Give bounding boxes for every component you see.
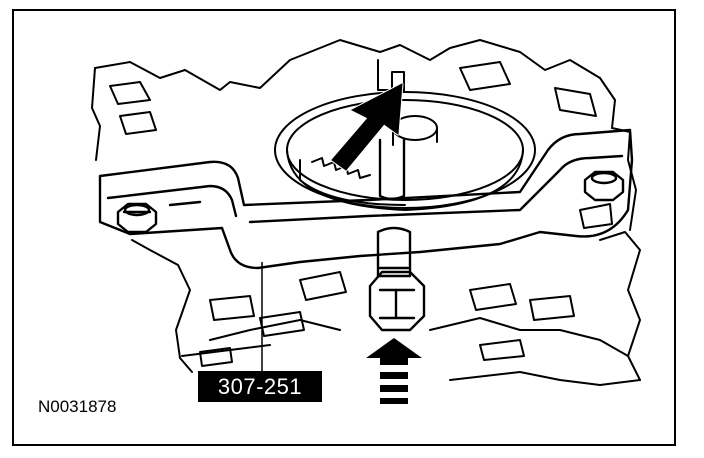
diagonal-arrow-icon bbox=[330, 82, 404, 172]
tool-bridge bbox=[98, 128, 634, 270]
figure-id: N0031878 bbox=[38, 397, 117, 416]
engine-block bbox=[91, 39, 641, 386]
right-bolt bbox=[583, 170, 625, 202]
up-arrow-icon bbox=[366, 338, 422, 404]
tool-number-label: 307-251 bbox=[198, 371, 322, 402]
forcing-screw bbox=[368, 138, 426, 332]
left-bolt bbox=[116, 202, 158, 234]
